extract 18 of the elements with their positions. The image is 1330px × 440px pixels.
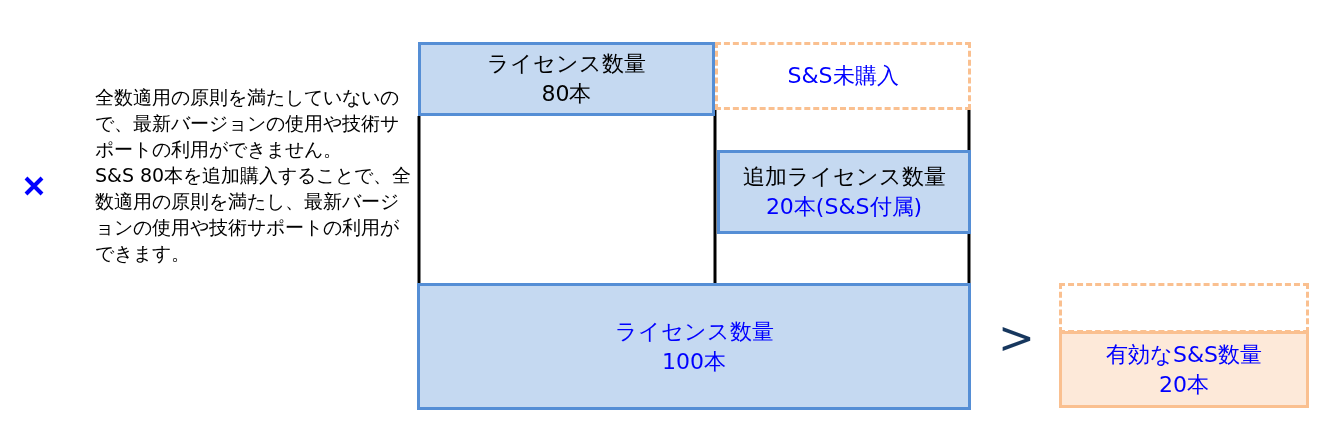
box-label: 追加ライセンス数量 <box>742 163 946 191</box>
box-label: S&S未購入 <box>787 62 899 90</box>
box-label: 80本 <box>541 80 592 108</box>
box-label: ライセンス数量 <box>614 317 774 346</box>
note-text: S&S 80本を追加購入することで、全数適用の原則を満たし、最新バージョンの使用や技術サポートの利用ができます。 <box>95 163 413 266</box>
greater-than-sign: > <box>998 312 1035 364</box>
quantity-box <box>417 283 971 410</box>
quantity-box <box>715 42 971 110</box>
box-label: 20本(S&S付属) <box>765 193 923 221</box>
quantity-box <box>1059 331 1309 408</box>
empty-box <box>1059 283 1309 333</box>
box-label: 有効なS&S数量 <box>1105 340 1263 369</box>
quantity-box <box>717 150 971 234</box>
box-label: ライセンス数量 <box>487 50 646 78</box>
quantity-box <box>418 42 715 116</box>
box-label: 100本 <box>662 347 726 376</box>
box-label: 20本 <box>1159 370 1209 399</box>
note-text: 全数適用の原則を満たしていないので、最新バージョンの使用や技術サポートの利用ができません。 <box>95 85 400 162</box>
